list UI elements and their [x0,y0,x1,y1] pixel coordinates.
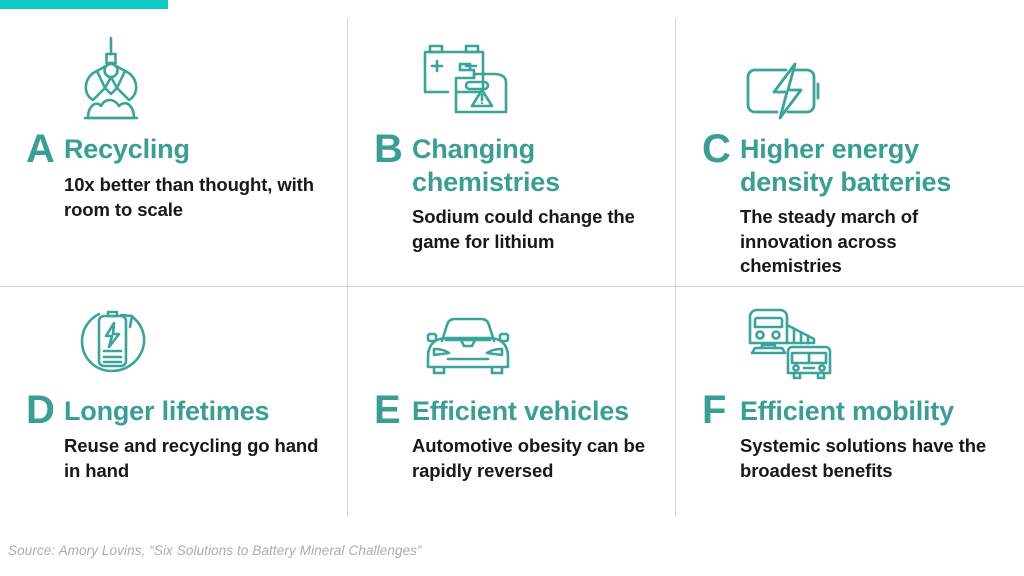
heading-row: E Efficient vehicles [374,388,649,432]
card-efficient-mobility: F Efficient mobility Systemic solutions … [676,287,1024,516]
card-subtext: Sodium could change the game for lithium [412,205,635,252]
card-heading: Recycling [64,134,190,164]
card-letter: E [374,388,401,432]
card-letter: A [26,127,55,171]
battery-and-jerrycan-warning-icon [374,28,649,120]
card-heading: Longer lifetimes [64,396,270,426]
card-letter: C [702,127,731,171]
heading-row: C Higher energy density batteries [702,127,998,200]
card-subtext: Automotive obesity can be rapidly revers… [412,435,645,481]
heading-row: D Longer lifetimes [26,388,321,432]
card-subtext: The steady march of innovation across ch… [740,205,919,277]
card-subtext: 10x better than thought, with room to sc… [64,174,314,220]
source-attribution: Source: Amory Lovins, “Six Solutions to … [8,543,422,558]
battery-recycle-circle-icon [26,297,321,381]
card-efficient-vehicles: E Efficient vehicles Automotive obesity … [348,287,676,516]
battery-bolt-icon [702,28,998,120]
card-heading: Higher energy density batteries [740,134,952,198]
card-higher-energy-density: C Higher energy density batteries The st… [676,18,1024,287]
card-subtext: Reuse and recycling go hand in hand [64,435,319,481]
solutions-grid: A Recycling 10x better than thought, wit… [0,18,1024,516]
heading-row: F Efficient mobility [702,388,998,432]
train-and-bus-icon [702,297,998,381]
card-changing-chemistries: B Changing chemistries Sodium could chan… [348,18,676,287]
card-letter: D [26,388,55,432]
clamshell-crane-icon [26,28,321,120]
car-front-icon [374,297,649,381]
card-heading: Efficient vehicles [412,396,629,426]
heading-row: A Recycling [26,127,321,171]
card-heading: Efficient mobility [740,396,954,426]
card-letter: B [374,127,403,171]
card-subtext: Systemic solutions have the broadest ben… [740,435,987,481]
card-recycling: A Recycling 10x better than thought, wit… [0,18,348,287]
top-accent-bar [0,0,168,9]
heading-row: B Changing chemistries [374,127,649,200]
card-letter: F [702,388,726,432]
card-heading: Changing chemistries [412,134,560,198]
card-longer-lifetimes: D Longer lifetimes Reuse and recycling g… [0,287,348,516]
